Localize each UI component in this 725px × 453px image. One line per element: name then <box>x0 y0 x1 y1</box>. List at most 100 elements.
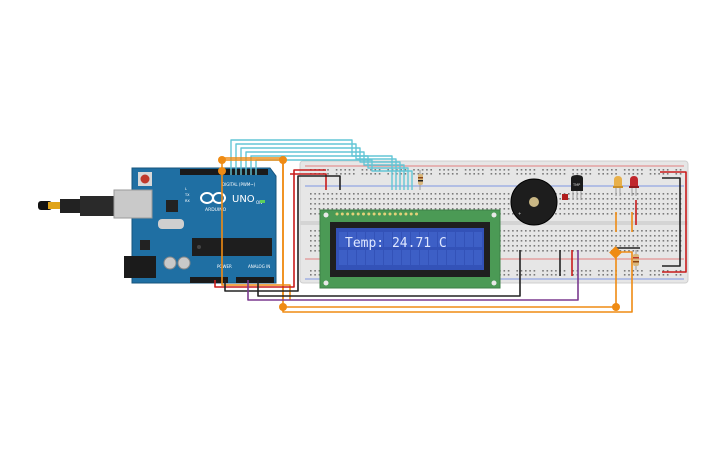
breadboard-hole <box>344 173 346 175</box>
breadboard-hole <box>611 240 613 242</box>
capacitor-2 <box>177 256 191 270</box>
board-model: UNO <box>232 194 255 205</box>
piezo-buzzer[interactable]: + <box>510 178 558 226</box>
breadboard-hole <box>666 198 669 200</box>
breadboard-hole <box>658 270 660 272</box>
breadboard-hole <box>344 169 346 171</box>
breadboard-hole <box>658 169 660 171</box>
breadboard-hole <box>365 169 368 171</box>
breadboard-hole <box>572 250 574 252</box>
lcd-cell <box>348 232 356 247</box>
breadboard-hole <box>464 173 467 175</box>
breadboard-hole <box>529 169 531 171</box>
breadboard-hole <box>365 173 368 175</box>
breadboard-hole <box>572 203 574 205</box>
breadboard-hole <box>666 250 669 252</box>
breadboard-hole <box>632 230 635 232</box>
breadboard-hole <box>486 208 488 210</box>
breadboard-hole <box>503 198 506 200</box>
breadboard-hole <box>662 250 665 252</box>
breadboard-hole <box>447 193 450 195</box>
breadboard-hole <box>314 270 316 272</box>
breadboard-hole <box>550 270 553 272</box>
breadboard-hole <box>464 203 467 205</box>
breadboard-hole <box>327 203 329 205</box>
breadboard-hole <box>645 230 647 232</box>
breadboard-hole <box>387 203 389 205</box>
breadboard-hole <box>370 193 372 195</box>
breadboard-hole <box>580 173 583 175</box>
breadboard-hole <box>606 173 609 175</box>
breadboard-hole <box>542 245 544 247</box>
breadboard-hole <box>619 230 622 232</box>
breadboard-hole <box>662 245 665 247</box>
breadboard-hole <box>666 208 669 210</box>
breadboard-hole <box>589 270 592 272</box>
breadboard-hole <box>632 193 635 195</box>
breadboard-hole <box>413 193 415 195</box>
breadboard-hole <box>671 230 673 232</box>
lcd-16x2[interactable]: Temp: 24.71 C <box>319 209 501 289</box>
breadboard-hole <box>434 203 437 205</box>
breadboard-hole <box>404 203 407 205</box>
led-yellow[interactable] <box>613 176 623 196</box>
breadboard-hole <box>486 203 488 205</box>
resistor-lcd[interactable] <box>418 170 423 190</box>
breadboard-hole <box>537 230 540 232</box>
led-red[interactable] <box>629 176 639 196</box>
breadboard-hole <box>430 173 432 175</box>
breadboard-hole <box>555 240 557 242</box>
breadboard-hole <box>636 193 639 195</box>
breadboard-hole <box>400 203 402 205</box>
breadboard-hole <box>628 208 630 210</box>
reset-button[interactable] <box>140 174 150 184</box>
lcd-cell <box>474 250 482 265</box>
breadboard-hole <box>598 230 600 232</box>
lcd-pin <box>340 212 344 216</box>
lcd-cell <box>339 250 347 265</box>
breadboard-hole <box>641 173 643 175</box>
resistor-led[interactable] <box>633 250 639 270</box>
breadboard-hole <box>348 173 351 175</box>
breadboard-hole <box>580 230 583 232</box>
breadboard-hole <box>426 193 428 195</box>
breadboard-hole <box>426 169 428 171</box>
breadboard-hole <box>361 173 364 175</box>
breadboard-hole <box>576 169 579 171</box>
breadboard-hole <box>361 198 364 200</box>
breadboard-hole <box>559 213 561 215</box>
breadboard-hole <box>344 208 346 210</box>
breadboard-hole <box>391 203 394 205</box>
lcd-cell <box>456 250 464 265</box>
breadboard-hole <box>314 235 316 237</box>
breadboard-hole <box>443 203 445 205</box>
breadboard-hole <box>563 193 566 195</box>
breadboard-hole <box>636 169 639 171</box>
breadboard-hole <box>503 193 506 195</box>
breadboard-hole <box>451 198 454 200</box>
breadboard-hole <box>503 208 506 210</box>
breadboard-hole <box>507 240 510 242</box>
breadboard-hole <box>473 173 475 175</box>
breadboard-hole <box>671 198 673 200</box>
temperature-sensor[interactable]: TMP <box>571 175 583 200</box>
arduino-uno-board[interactable]: UNO ARDUINO DIGITAL (PWM~) ON TX RX L PO… <box>38 167 277 284</box>
breadboard-hole <box>542 173 544 175</box>
breadboard-hole <box>456 193 458 195</box>
breadboard-hole <box>675 274 678 276</box>
breadboard-hole <box>580 240 583 242</box>
small-led-indicator[interactable] <box>562 194 568 200</box>
on-led <box>260 200 265 203</box>
breadboard-hole <box>662 198 665 200</box>
breadboard-hole <box>512 250 514 252</box>
breadboard-hole <box>430 169 432 171</box>
breadboard-hole <box>598 240 600 242</box>
breadboard-hole <box>507 169 510 171</box>
breadboard-hole <box>550 235 553 237</box>
breadboard-hole <box>430 198 432 200</box>
breadboard-hole <box>679 169 682 171</box>
on-led-label: ON <box>256 200 262 205</box>
breadboard-hole <box>598 173 600 175</box>
breadboard-hole <box>378 203 381 205</box>
power-jack <box>124 256 156 278</box>
